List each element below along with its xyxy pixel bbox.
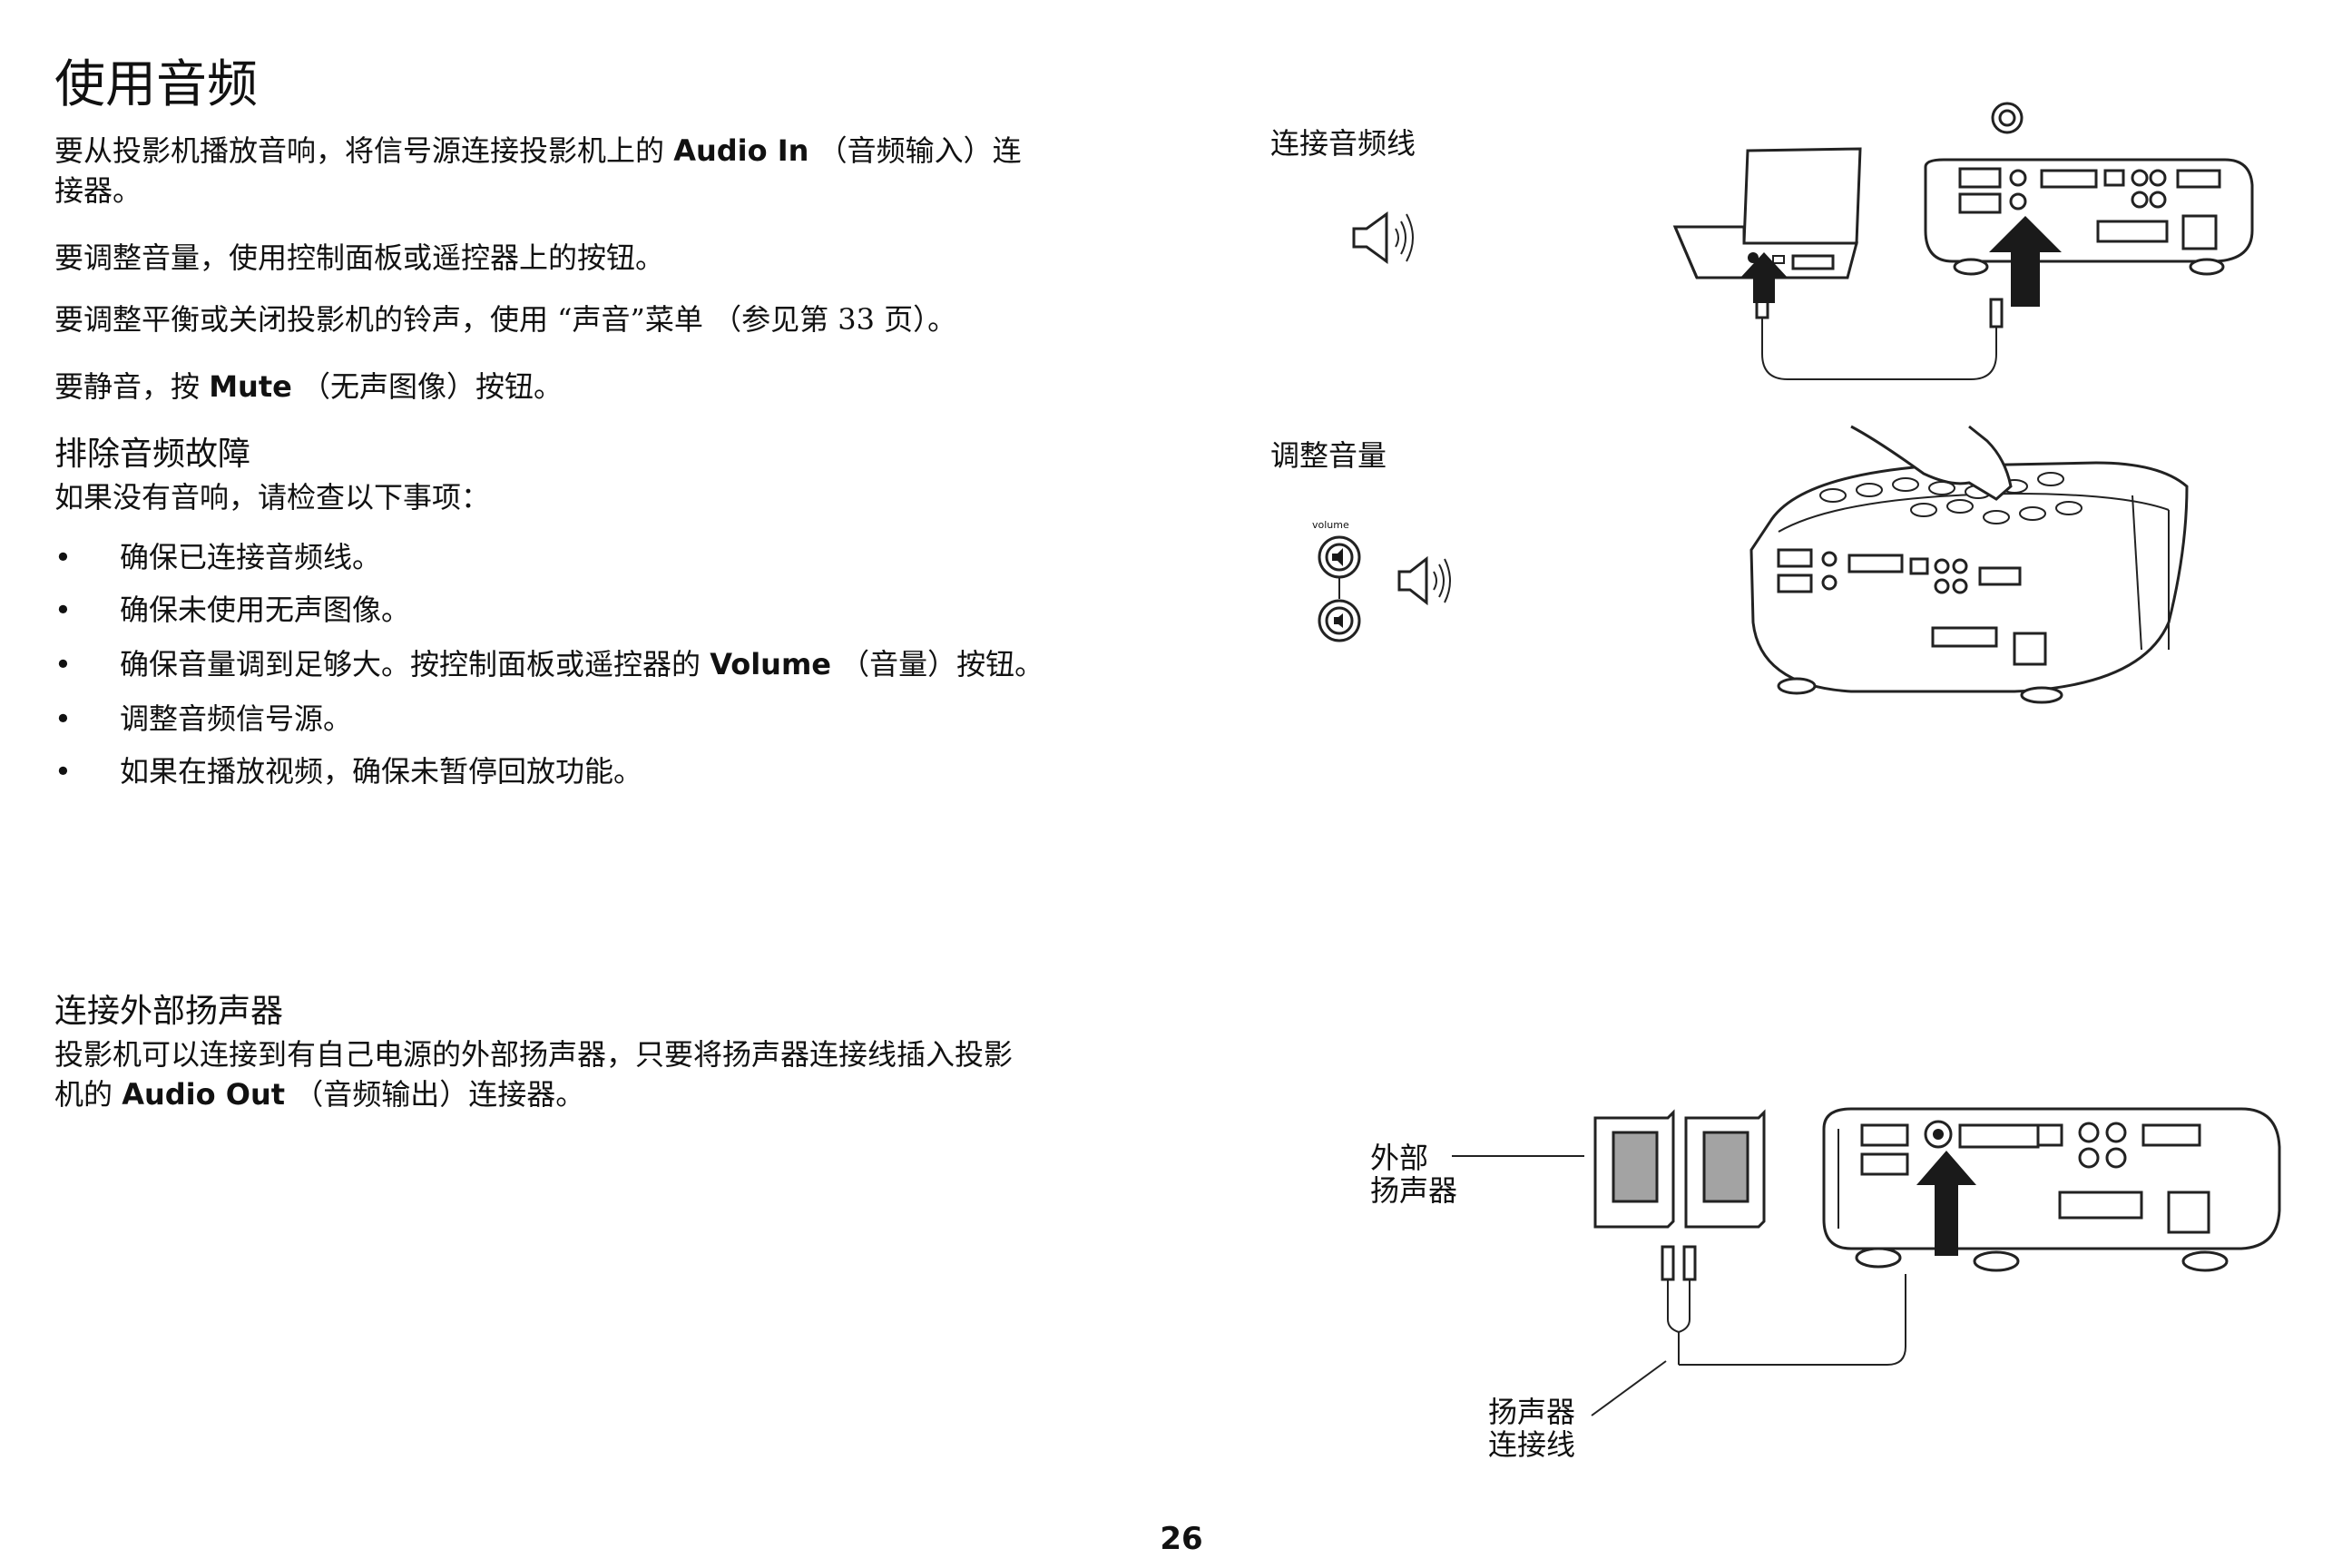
volume-buttons — [1318, 535, 1361, 642]
speaker-cable-label-line2: 连接线 — [1488, 1427, 1576, 1462]
speakers-heading: 连接外部扬声器 — [54, 993, 284, 1030]
speakers-paragraph: 投影机可以连接到有自己电源的外部扬声器，只要将扬声器连接线插入投影 机的 Aud… — [54, 1034, 1180, 1114]
mute-text: 要静音，按 — [54, 369, 210, 404]
callout-line — [1591, 1360, 1667, 1416]
balance-paragraph: 要调整平衡或关闭投影机的铃声，使用 “声音”菜单 （参见第 33 页）。 — [54, 302, 957, 337]
troubleshoot-lead: 如果没有音响，请检查以下事项： — [54, 480, 491, 514]
list-item-text: 确保音量调到足够大。按控制面板或遥控器的 Volume （音量）按钮。 — [120, 644, 1044, 684]
speaker-cable-label: 扬声器 — [1488, 1395, 1576, 1429]
page-title: 使用音频 — [54, 55, 258, 114]
list-item-text: 确保已连接音频线。 — [120, 540, 382, 574]
bullet-icon: • — [54, 540, 72, 574]
callout-line — [1452, 1155, 1584, 1157]
adjust-volume-label: 调整音量 — [1270, 438, 1387, 473]
external-speakers-label: 外部 — [1370, 1141, 1429, 1175]
laptop-illustration — [1672, 147, 1862, 279]
audio-out-term: Audio Out — [122, 1077, 286, 1112]
volume-button-caption: volume — [1312, 519, 1349, 531]
connect-cable-label: 连接音频线 — [1270, 126, 1416, 161]
speaker-pair-illustration — [1593, 1109, 1766, 1229]
speaker-icon — [1397, 555, 1451, 606]
bullet-icon: • — [54, 593, 72, 627]
intro-text-cont: （音频输入）连 — [808, 133, 1022, 168]
bullet-icon: • — [54, 701, 72, 736]
intro-text-line2: 接器。 — [54, 173, 142, 208]
bullet-icon: • — [54, 754, 72, 789]
projector-back-illustration — [1822, 1107, 2281, 1272]
external-speakers-label-line2: 扬声器 — [1370, 1173, 1458, 1208]
plug-arrow-icon — [1916, 1151, 1976, 1256]
list-item-text-part: （音量）按钮。 — [830, 647, 1044, 681]
speakers-text: 投影机可以连接到有自己电源的外部扬声器，只要将扬声器连接线插入投影 — [54, 1037, 1014, 1072]
speaker-icon — [1352, 211, 1414, 264]
audio-in-term: Audio In — [673, 133, 809, 168]
mute-paragraph: 要静音，按 Mute （无声图像）按钮。 — [54, 367, 1143, 407]
mute-term: Mute — [209, 369, 292, 404]
list-item-text-part: 确保音量调到足够大。按控制面板或遥控器的 — [120, 647, 710, 681]
plug-arrow-icon — [1740, 252, 1788, 303]
list-item-text: 确保未使用无声图像。 — [120, 593, 411, 627]
projector-top-illustration — [1749, 425, 2189, 704]
plug-arrow-icon — [1989, 216, 2062, 307]
list-item-text: 调整音频信号源。 — [120, 701, 353, 736]
intro-text: 要从投影机播放音响，将信号源连接投影机上的 — [54, 133, 674, 168]
intro-paragraph: 要从投影机播放音响，将信号源连接投影机上的 Audio In （音频输入）连 接… — [54, 131, 1143, 211]
mute-text-cont: （无声图像）按钮。 — [291, 369, 563, 404]
volume-term: Volume — [710, 647, 831, 681]
speaker-cable — [1661, 1245, 1906, 1366]
speakers-text-line2: 机的 — [54, 1077, 122, 1112]
troubleshoot-heading: 排除音频故障 — [54, 436, 251, 473]
speakers-text-line2-cont: （音频输出）连接器。 — [285, 1077, 585, 1112]
bullet-icon: • — [54, 647, 72, 681]
page-number: 26 — [1160, 1521, 1203, 1557]
list-item-text: 如果在播放视频，确保未暂停回放功能。 — [120, 754, 643, 789]
volume-paragraph: 要调整音量，使用控制面板或遥控器上的按钮。 — [54, 240, 665, 275]
